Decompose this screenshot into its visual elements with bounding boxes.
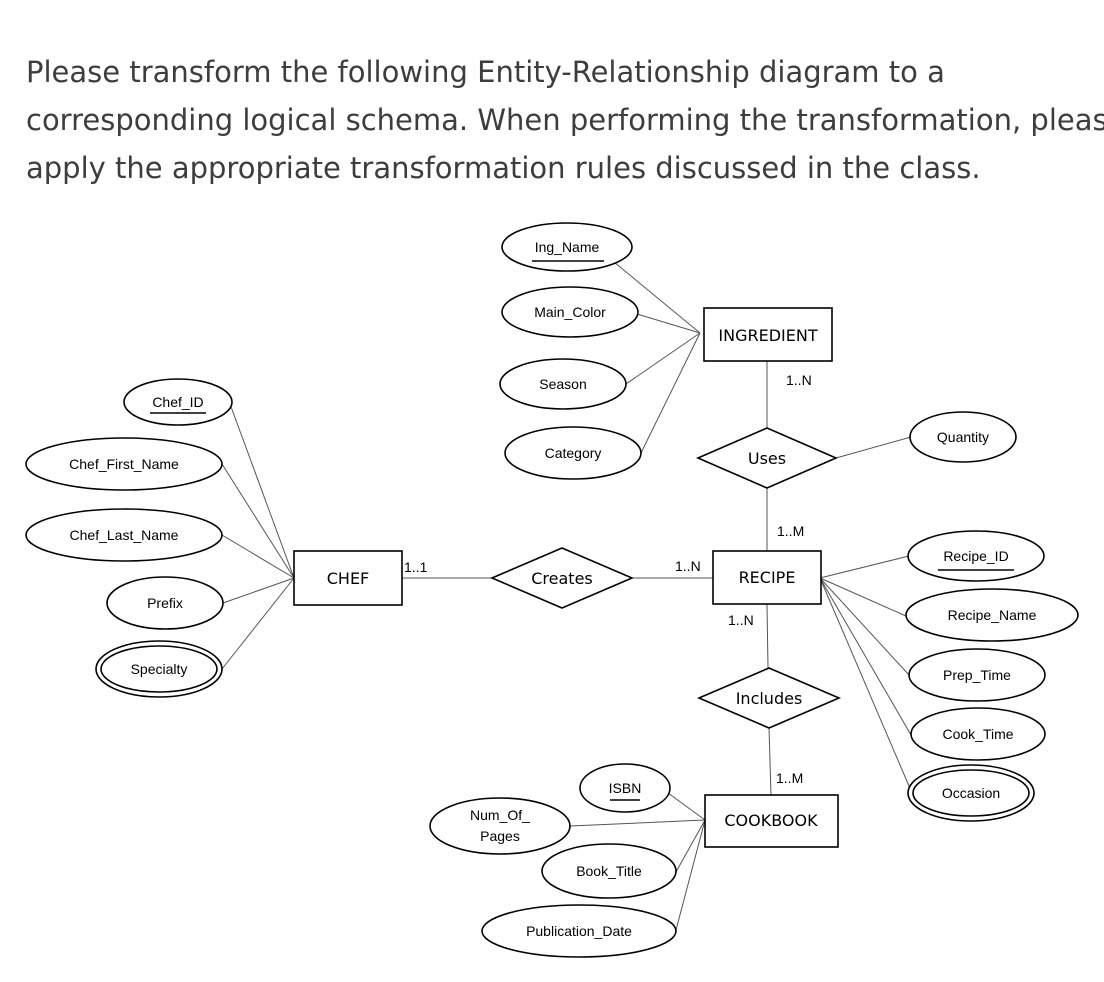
attribute-prefix-label: Prefix (147, 595, 183, 611)
attribute-category: Category (504, 426, 642, 480)
attribute-num-of-pages: Num_Of_ Pages (429, 797, 571, 855)
attribute-ing-name-label: Ing_Name (535, 239, 600, 255)
attribute-chef-last-name-label: Chef_Last_Name (70, 527, 179, 543)
relationship-creates: Creates (489, 547, 635, 609)
attribute-recipe-name: Recipe_Name (905, 588, 1079, 642)
cardinality-recipe-uses: 1..M (777, 523, 804, 539)
attribute-isbn: ISBN (579, 763, 671, 813)
relationship-includes-label: Includes (736, 689, 803, 708)
attribute-season-label: Season (539, 376, 586, 392)
attribute-chef-id: Chef_ID (123, 378, 233, 426)
attribute-prep-time-label: Prep_Time (943, 667, 1011, 683)
attribute-isbn-label: ISBN (609, 780, 642, 796)
attribute-chef-first-name-label: Chef_First_Name (69, 456, 179, 472)
attribute-occasion-label: Occasion (942, 785, 1000, 801)
attribute-specialty-label: Specialty (131, 661, 188, 677)
attribute-main-color: Main_Color (501, 286, 639, 338)
entity-ingredient-label: INGREDIENT (718, 326, 817, 345)
attribute-cook-time: Cook_Time (910, 707, 1046, 761)
question-line-3: apply the appropriate transformation rul… (26, 151, 981, 185)
question-line-2: corresponding logical schema. When perfo… (26, 103, 1104, 137)
attribute-publication-date: Publication_Date (481, 904, 677, 958)
attribute-season: Season (499, 358, 627, 410)
relationship-uses-label: Uses (748, 449, 786, 468)
attribute-category-label: Category (545, 445, 602, 461)
attribute-occasion-multivalued: Occasion (907, 764, 1035, 822)
cardinality-recipe-creates: 1..N (675, 558, 701, 574)
attribute-book-title-label: Book_Title (576, 863, 642, 879)
question-text: Please transform the following Entity-Re… (26, 48, 1104, 192)
attribute-ing-name: Ing_Name (501, 222, 633, 272)
entity-cookbook-label: COOKBOOK (724, 811, 818, 830)
attribute-chef-last-name: Chef_Last_Name (25, 508, 223, 562)
attribute-book-title: Book_Title (541, 843, 677, 899)
attribute-quantity-label: Quantity (937, 429, 989, 445)
question-line-1: Please transform the following Entity-Re… (26, 55, 945, 89)
entity-recipe-label: RECIPE (739, 568, 796, 587)
attribute-recipe-id-label: Recipe_ID (943, 548, 1008, 564)
relationship-creates-label: Creates (531, 569, 593, 588)
connector-lines (221, 261, 913, 931)
attribute-recipe-id: Recipe_ID (907, 530, 1045, 582)
attribute-main-color-label: Main_Color (534, 304, 606, 320)
entity-cookbook: COOKBOOK (704, 794, 839, 848)
attribute-publication-date-label: Publication_Date (526, 923, 632, 939)
entity-ingredient: INGREDIENT (703, 307, 833, 362)
entity-chef: CHEF (293, 550, 403, 606)
attribute-specialty-multivalued: Specialty (95, 640, 223, 698)
cardinality-recipe-includes: 1..N (728, 612, 754, 628)
attribute-chef-first-name: Chef_First_Name (25, 437, 223, 491)
attribute-cook-time-label: Cook_Time (942, 726, 1013, 742)
attribute-num-of-pages-label-line-1: Num_Of_ (470, 807, 530, 823)
relationship-uses: Uses (695, 427, 839, 489)
cardinality-cookbook-includes: 1..M (776, 770, 803, 786)
relationship-includes: Includes (696, 667, 842, 729)
entity-recipe: RECIPE (712, 550, 822, 605)
attribute-prefix: Prefix (106, 576, 224, 630)
attribute-recipe-name-label: Recipe_Name (948, 607, 1037, 623)
attribute-quantity: Quantity (909, 411, 1017, 463)
cardinality-ingredient-uses: 1..N (786, 372, 812, 388)
entity-chef-label: CHEF (327, 569, 370, 588)
attribute-chef-id-label: Chef_ID (152, 394, 203, 410)
attribute-prep-time: Prep_Time (908, 648, 1046, 702)
attribute-num-of-pages-label-line-2: Pages (480, 828, 520, 844)
cardinality-chef-creates: 1..1 (404, 559, 428, 575)
